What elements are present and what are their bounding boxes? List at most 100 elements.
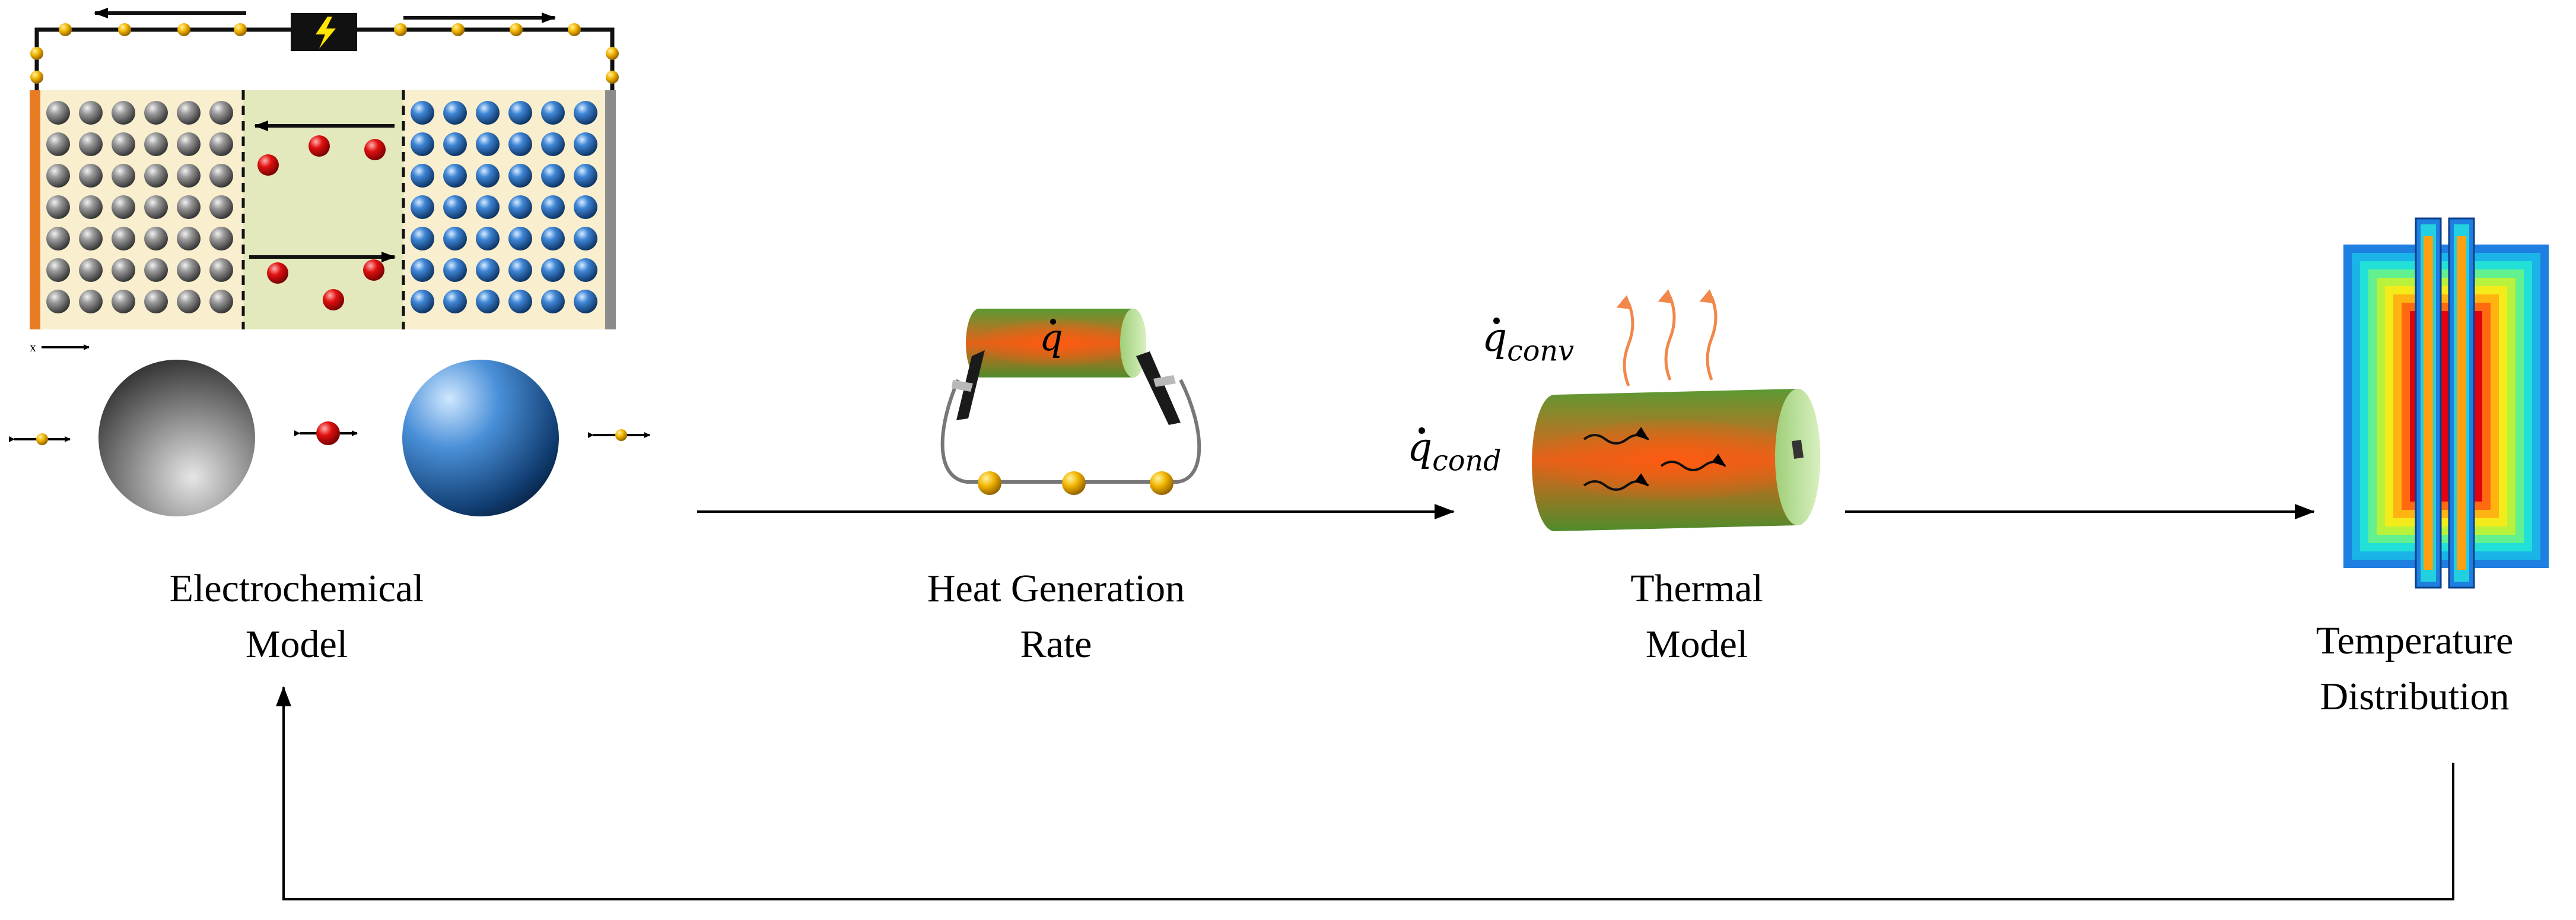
wire-bead	[568, 23, 581, 36]
cathode-particle	[508, 101, 532, 125]
anode-particle	[46, 101, 70, 125]
heat-generation-symbol: q	[1039, 316, 1063, 359]
temperature-distribution-label: Temperature Distribution	[2316, 619, 2514, 718]
anode-particle	[112, 195, 135, 219]
anode-particles	[46, 101, 233, 313]
wire-bead	[30, 47, 43, 60]
cathode-particle	[574, 101, 597, 125]
cathode-particle	[574, 132, 597, 156]
cathode-particle	[476, 195, 500, 219]
anode-particle	[144, 227, 168, 250]
anode-particle	[46, 164, 70, 188]
anode-particle	[209, 164, 233, 188]
wire-bead	[606, 71, 619, 84]
cathode-particle	[411, 101, 434, 125]
cathode-particles	[411, 101, 597, 313]
cathode-particle	[411, 195, 434, 219]
conduction-arrows	[1583, 427, 1726, 491]
anode-particle	[112, 258, 135, 282]
cathode-particle	[443, 164, 467, 188]
q-cond-label: qcond	[1407, 424, 1502, 478]
battery-cylinder-icon	[1532, 389, 1820, 531]
cathode-particle	[411, 258, 434, 282]
thermal-model-label: Thermal Model	[1630, 567, 1763, 666]
anode-particle	[112, 132, 135, 156]
separator-region	[243, 90, 403, 329]
heatmap-plate-core	[2424, 236, 2433, 570]
anode-particle	[177, 195, 201, 219]
cathode-particle	[476, 227, 500, 250]
wire-bead	[177, 23, 190, 36]
current-collector-right	[605, 90, 616, 329]
cathode-particle	[443, 227, 467, 250]
electrochemical-model-label: Electrochemical Model	[169, 567, 424, 666]
anode-particle	[209, 227, 233, 250]
cathode-particle	[443, 258, 467, 282]
anode-particle	[112, 164, 135, 188]
anode-particle	[79, 290, 103, 313]
cathode-particle	[574, 290, 597, 313]
cathode-particle	[476, 290, 500, 313]
cathode-particle	[508, 132, 532, 156]
wire-bead	[118, 23, 131, 36]
wire-bead	[451, 23, 465, 36]
lithium-ion	[323, 289, 344, 310]
cathode-particle	[541, 227, 565, 250]
convection-heat-waves	[1616, 289, 1718, 386]
lithium-ion	[257, 154, 279, 176]
heat-generation-rate-label: Heat Generation Rate	[927, 567, 1185, 666]
anode-particle	[112, 290, 135, 313]
anode-particle	[46, 258, 70, 282]
wire-bead	[978, 471, 1001, 495]
cathode-particle	[541, 101, 565, 125]
wire-beads	[30, 23, 619, 84]
heatmap-plate	[2415, 217, 2442, 589]
x-axis-mark: x	[30, 340, 36, 354]
wire-bead	[1150, 471, 1173, 495]
current-collector-left	[30, 90, 40, 329]
cathode-particle	[443, 101, 467, 125]
wire-bead	[1062, 471, 1086, 495]
ion-diffusion-arrow	[294, 421, 358, 445]
cathode-particle	[574, 258, 597, 282]
lithium-ion	[309, 135, 330, 157]
anode-particle	[79, 195, 103, 219]
cathode-particle	[411, 164, 434, 188]
anode-particle	[177, 290, 201, 313]
cathode-particle	[541, 164, 565, 188]
lithium-ion	[363, 259, 384, 281]
cathode-particle	[411, 227, 434, 250]
cathode-particle	[541, 290, 565, 313]
cathode-particle	[411, 132, 434, 156]
feedback-loop-arrow	[276, 686, 2454, 900]
cathode-particle-sphere	[402, 360, 559, 516]
anode-particle-sphere	[98, 360, 255, 516]
thermal-model-illustration	[1532, 289, 1820, 531]
cathode-particle	[574, 227, 597, 250]
anode-particle	[209, 132, 233, 156]
heat-generation-illustration	[940, 309, 1201, 495]
anode-particle	[177, 164, 201, 188]
anode-particle	[46, 195, 70, 219]
cathode-particle	[508, 258, 532, 282]
anode-region	[37, 90, 243, 329]
alligator-clip-right	[1136, 351, 1181, 425]
wire-bead	[606, 47, 619, 60]
heatmap-plate-core	[2457, 236, 2466, 570]
cathode-particle	[541, 132, 565, 156]
lithium-ion	[364, 139, 386, 160]
cathode-particle	[541, 195, 565, 219]
anode-particle	[144, 195, 168, 219]
cathode-particle	[476, 101, 500, 125]
anode-particle	[209, 258, 233, 282]
cathode-particle	[508, 164, 532, 188]
cathode-particle	[443, 195, 467, 219]
anode-particle	[79, 258, 103, 282]
anode-particle	[177, 227, 201, 250]
lithium-ion	[267, 262, 288, 284]
wire-bead	[510, 23, 523, 36]
anode-particle	[177, 132, 201, 156]
anode-particle	[112, 227, 135, 250]
wire-bead	[234, 23, 247, 36]
